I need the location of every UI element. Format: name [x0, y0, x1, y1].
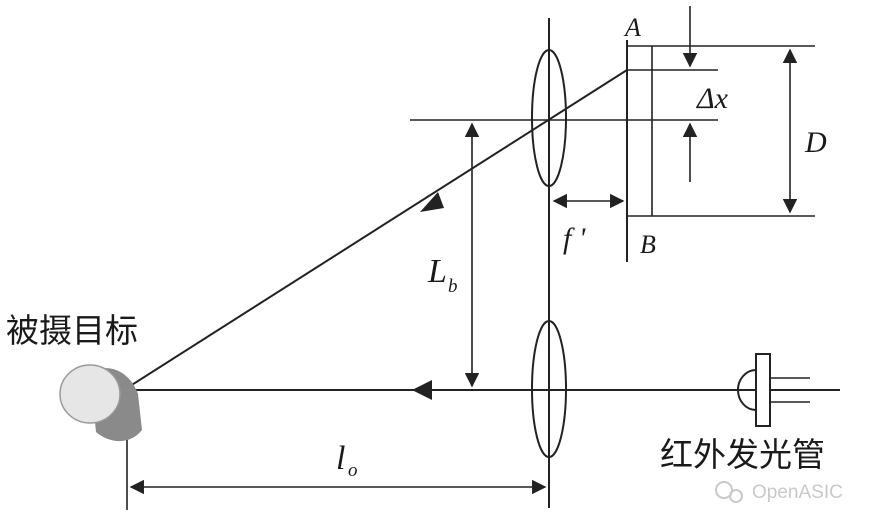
- delta-x-label: Δx: [696, 82, 729, 115]
- point-b-label: B: [640, 230, 656, 259]
- emitter-label: 红外发光管: [660, 435, 825, 474]
- svg-text:o: o: [348, 460, 358, 481]
- svg-text:b: b: [448, 276, 458, 297]
- focal-length-label: f ': [563, 222, 586, 255]
- svg-text:OpenASIC: OpenASIC: [752, 482, 843, 503]
- point-a-label: A: [623, 13, 641, 42]
- ir-emitter-icon: [737, 353, 810, 427]
- target-label: 被摄目标: [6, 311, 138, 350]
- baseline-label: L b: [427, 253, 458, 297]
- distance-label: l o: [336, 440, 358, 481]
- target-object: [59, 364, 142, 442]
- upper-lens: [531, 49, 567, 187]
- emitted-ray-arrow: [412, 380, 432, 400]
- reflected-ray: [126, 69, 628, 389]
- watermark: OpenASIC: [715, 481, 843, 503]
- diameter-label: D: [804, 126, 827, 159]
- svg-text:l: l: [336, 440, 345, 477]
- reflected-ray-arrow: [420, 192, 444, 212]
- svg-text:L: L: [427, 253, 447, 290]
